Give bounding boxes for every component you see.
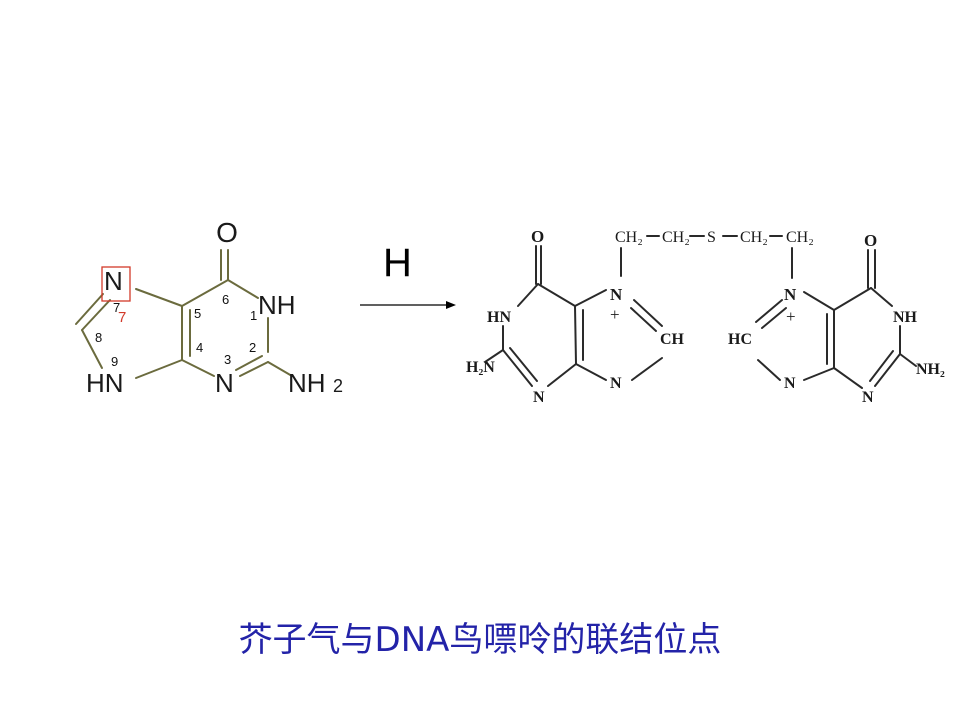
atom-o: O bbox=[216, 217, 238, 248]
bridge-s: S bbox=[707, 229, 716, 246]
position-6: 6 bbox=[222, 292, 229, 307]
left-c6-c5 bbox=[537, 283, 576, 307]
reaction-arrow bbox=[360, 301, 456, 309]
bridge-ch2-4: CH₂ bbox=[786, 229, 814, 246]
left-c2-nh2 bbox=[484, 349, 504, 363]
right-c6-c5 bbox=[833, 287, 872, 311]
position-8: 8 bbox=[95, 330, 102, 345]
right-nh2: NH₂ bbox=[916, 361, 945, 378]
position-7-highlight: 7 bbox=[118, 309, 126, 326]
position-2: 2 bbox=[249, 340, 256, 355]
atom-n7: N bbox=[104, 266, 123, 296]
adduct-labels: CH₂ CH₂ S CH₂ CH₂ O HN H₂N N N N + CH O … bbox=[466, 227, 945, 406]
right-n7-c8 bbox=[755, 299, 783, 323]
left-ch: CH bbox=[660, 331, 685, 348]
right-c2-n3-double bbox=[869, 350, 894, 382]
left-n-right: N bbox=[610, 375, 622, 392]
bond-c6-n1 bbox=[227, 279, 259, 299]
right-n9-tail bbox=[757, 359, 781, 381]
left-c6-n1 bbox=[517, 283, 539, 307]
left-hn: HN bbox=[487, 309, 511, 326]
bond-c6-c5 bbox=[181, 279, 229, 307]
bond-n7-c8 bbox=[81, 299, 111, 331]
position-7: 7 bbox=[113, 300, 120, 315]
position-3: 3 bbox=[224, 352, 231, 367]
right-c5-n7 bbox=[803, 291, 835, 311]
right-n-left: N bbox=[784, 375, 796, 392]
left-c2-n3-double bbox=[509, 347, 538, 382]
right-plus-sign: + bbox=[786, 307, 796, 326]
right-n-plus: N bbox=[784, 285, 797, 304]
right-c2-nh2 bbox=[899, 353, 917, 367]
left-c4-n9 bbox=[575, 363, 607, 381]
left-n3-c4 bbox=[547, 363, 577, 387]
left-n7-c8 bbox=[633, 299, 663, 327]
right-nh: NH bbox=[893, 309, 918, 326]
left-n7-c8-double bbox=[630, 307, 657, 332]
adduct-structure bbox=[484, 235, 917, 389]
bond-c2-n3 bbox=[239, 361, 269, 377]
slide-caption: 芥子气与DNA鸟嘌呤的联结位点 bbox=[238, 620, 722, 660]
bridge-ch2-1: CH₂ bbox=[615, 229, 643, 246]
bond-n9-c4 bbox=[135, 359, 183, 379]
atom-n9h: HN bbox=[86, 368, 124, 398]
left-c2-n3 bbox=[502, 349, 533, 387]
right-n7-c8-double bbox=[761, 307, 787, 329]
right-o: O bbox=[864, 231, 877, 250]
position-4: 4 bbox=[196, 340, 203, 355]
right-c2-n3 bbox=[874, 353, 901, 387]
bond-n3-c4 bbox=[181, 359, 215, 377]
left-c5-c4 bbox=[574, 305, 577, 365]
position-5: 5 bbox=[194, 306, 201, 321]
atom-n1h: NH bbox=[258, 290, 296, 320]
position-9: 9 bbox=[111, 354, 118, 369]
arrow-label: H bbox=[383, 241, 412, 285]
bond-c2-nh2 bbox=[267, 361, 293, 377]
atom-nh2: NH bbox=[288, 368, 326, 398]
bond-c8-n9 bbox=[81, 329, 103, 369]
guanine-position-numbers: 1 2 3 4 5 6 7 8 9 bbox=[95, 292, 257, 369]
right-c6-n1 bbox=[870, 287, 893, 307]
n7-highlight-box bbox=[101, 266, 131, 302]
right-c4-n9 bbox=[803, 367, 835, 381]
guanine-atoms: O N NH HN N NH 2 bbox=[86, 217, 343, 398]
position-1: 1 bbox=[250, 308, 257, 323]
right-n-bottom: N bbox=[862, 389, 874, 406]
bond-c2-n3-double bbox=[235, 355, 263, 371]
bridge-ch2-2: CH₂ bbox=[662, 229, 690, 246]
guanine-structure bbox=[75, 249, 293, 379]
left-plus-sign: + bbox=[610, 305, 620, 324]
right-n3-c4 bbox=[833, 367, 863, 389]
bridge-ch2-3: CH₂ bbox=[740, 229, 768, 246]
right-hc: HC bbox=[728, 331, 752, 348]
bond-c5-n7 bbox=[135, 288, 183, 307]
left-n-bottom: N bbox=[533, 389, 545, 406]
bond-n7-c8-double bbox=[75, 293, 104, 325]
left-n-plus: N bbox=[610, 285, 623, 304]
atom-nh2-subscript: 2 bbox=[333, 376, 343, 396]
atom-n3: N bbox=[215, 368, 234, 398]
left-o: O bbox=[531, 227, 544, 246]
left-h2n: H₂N bbox=[466, 359, 495, 376]
left-c5-n7 bbox=[574, 289, 607, 307]
left-n9-tail bbox=[631, 357, 663, 381]
